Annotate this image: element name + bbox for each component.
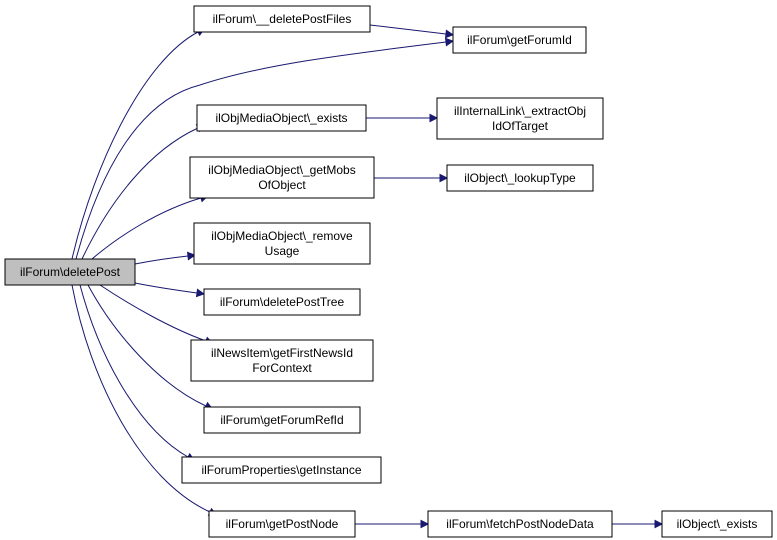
node-box xyxy=(193,222,371,265)
node-label: ilForumProperties\getInstance xyxy=(201,463,361,477)
node-label: ilNewsItem\getFirstNewsId xyxy=(211,346,353,360)
edge-line xyxy=(99,284,207,342)
node-objectExists[interactable]: ilObject\_exists xyxy=(661,510,773,538)
node-box xyxy=(203,288,361,316)
edge-getMobsOfObject-to-lookupType xyxy=(374,173,449,183)
node-label: ilObjMediaObject\_exists xyxy=(215,111,347,125)
node-label: ilForum\fetchPostNodeData xyxy=(446,517,594,531)
node-label: Usage xyxy=(265,244,300,258)
node-deletePostTree[interactable]: ilForum\deletePostTree xyxy=(203,288,361,316)
node-label: ilForum\deletePostTree xyxy=(220,295,345,309)
edge-line xyxy=(369,24,447,35)
edge-deletePost-to-getMobsOfObject xyxy=(91,193,209,260)
edge-line xyxy=(75,41,447,260)
edge-arrowhead xyxy=(654,519,664,529)
node-box xyxy=(661,510,773,538)
node-deletePostFiles[interactable]: ilForum\__deletePostFiles xyxy=(193,5,371,33)
node-box xyxy=(4,258,136,286)
edge-line xyxy=(134,255,189,265)
edge-arrowhead xyxy=(444,29,455,39)
edge-line xyxy=(79,284,189,458)
node-box xyxy=(446,164,594,192)
edge-deletePost-to-deletePostTree xyxy=(134,282,206,298)
node-lookupType[interactable]: ilObject\_lookupType xyxy=(446,164,594,192)
node-box xyxy=(190,339,374,382)
node-label: ForContext xyxy=(252,361,312,375)
node-label: ilForum\getForumId xyxy=(467,33,572,47)
node-box xyxy=(427,510,613,538)
edge-deletePost-to-getForumId xyxy=(75,37,455,260)
edge-getPostNode-to-fetchPostNodeData xyxy=(355,519,430,529)
nodes-layer: ilForum\deletePost ilForum\__deletePostFi… xyxy=(4,5,773,538)
edge-arrowhead xyxy=(420,519,430,529)
node-box xyxy=(452,26,587,54)
node-label: ilObjMediaObject\_getMobs xyxy=(208,163,355,177)
edge-deletePost-to-mediaExists xyxy=(81,124,206,260)
node-label: ilObject\_exists xyxy=(677,517,758,531)
edge-line xyxy=(71,284,211,513)
edge-arrowhead xyxy=(429,113,439,123)
edge-deletePostFiles-to-getForumId xyxy=(369,24,455,39)
node-label: OfObject xyxy=(258,178,306,192)
node-getInstance[interactable]: ilForumProperties\getInstance xyxy=(181,456,382,484)
node-label: ilForum\__deletePostFiles xyxy=(213,12,352,26)
node-fetchPostNodeData[interactable]: ilForum\fetchPostNodeData xyxy=(427,510,613,538)
edge-line xyxy=(71,31,199,260)
node-box xyxy=(181,456,382,484)
node-deletePost[interactable]: ilForum\deletePost xyxy=(4,258,136,286)
edge-mediaExists-to-extractObjId xyxy=(366,113,439,123)
edge-arrowhead xyxy=(187,251,197,261)
node-label: IdOfTarget xyxy=(492,119,549,133)
edge-arrowhead xyxy=(439,173,449,183)
node-label: ilForum\deletePost xyxy=(20,265,121,279)
node-box xyxy=(196,104,367,132)
node-label: ilObjMediaObject\_remove xyxy=(211,229,353,243)
edge-arrowhead xyxy=(444,37,455,47)
edge-fetchPostNodeData-to-objectExists xyxy=(612,519,664,529)
node-box xyxy=(193,5,371,33)
node-box xyxy=(189,156,375,199)
node-box xyxy=(436,97,604,140)
edge-deletePost-to-getFirstNewsId xyxy=(99,284,214,345)
node-mediaExists[interactable]: ilObjMediaObject\_exists xyxy=(196,104,367,132)
edge-deletePost-to-deletePostFiles xyxy=(71,28,206,260)
edge-arrowhead xyxy=(195,288,206,298)
node-getPostNode[interactable]: ilForum\getPostNode xyxy=(208,510,356,538)
edge-line xyxy=(134,282,198,294)
node-label: ilObject\_lookupType xyxy=(464,171,576,185)
edge-deletePost-to-removeUsage xyxy=(134,251,197,265)
edge-line xyxy=(91,197,202,260)
node-label: ilForum\getForumRefId xyxy=(220,413,343,427)
node-label: ilInternalLink\_extractObj xyxy=(454,104,586,118)
edge-line xyxy=(81,127,199,260)
node-getForumRefId[interactable]: ilForum\getForumRefId xyxy=(203,406,361,434)
node-box xyxy=(208,510,356,538)
node-getForumId[interactable]: ilForum\getForumId xyxy=(452,26,587,54)
node-label: ilForum\getPostNode xyxy=(226,517,339,531)
edge-line xyxy=(87,284,207,407)
node-box xyxy=(203,406,361,434)
